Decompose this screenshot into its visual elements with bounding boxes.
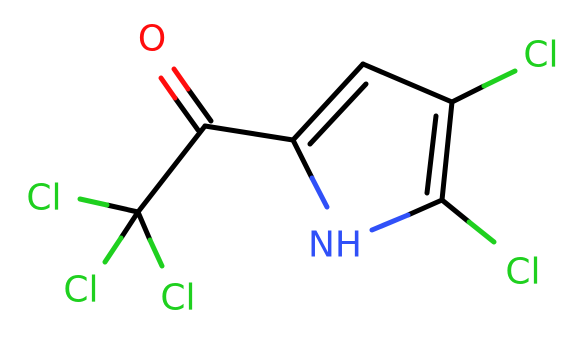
bond-c2-n-blue xyxy=(309,175,330,210)
atom-labels: O Cl Cl NH Cl Cl Cl xyxy=(26,19,558,319)
bond-c2-n-black xyxy=(290,137,315,181)
bond-c3-c4 xyxy=(360,61,455,105)
bond-c5-n-blue xyxy=(369,212,411,233)
bond-carbonyl-2-red xyxy=(171,66,191,92)
bond-c4-cl-black xyxy=(449,83,487,105)
bond-c2-c3-inner xyxy=(307,81,369,147)
bond-carbonyl-1-red xyxy=(158,75,178,101)
bond-carbonyl-ccl3 xyxy=(135,123,208,215)
bond-carbonyl-2 xyxy=(185,86,214,124)
chlorine-label-c4: Cl xyxy=(523,35,558,76)
bond-c4-c5-inner xyxy=(424,113,439,196)
oxygen-label: O xyxy=(138,19,166,60)
bond-carbonyl-c2 xyxy=(202,123,296,143)
nh-label: NH xyxy=(308,225,362,266)
chlorine-label-ccl3-a: Cl xyxy=(26,178,61,219)
bond-cla-green xyxy=(77,196,110,208)
bond-ccl3-clc xyxy=(135,209,153,243)
bond-c5-n-black xyxy=(405,197,445,218)
bond-c4-c5 xyxy=(439,99,455,203)
bond-ccl3-clb xyxy=(118,209,141,241)
colored-bonds xyxy=(77,66,518,269)
chlorine-label-c5: Cl xyxy=(505,252,540,293)
bond-clb-green xyxy=(102,235,124,265)
bond-c5-cl-black xyxy=(439,197,472,225)
bond-c5-cl-green xyxy=(466,219,497,245)
bond-c2-c3 xyxy=(290,61,366,143)
chlorine-label-ccl3-b: Cl xyxy=(63,270,98,311)
bond-ccl3-cla xyxy=(104,202,141,215)
bonds xyxy=(104,61,487,243)
bond-clc-green xyxy=(147,237,165,269)
chlorine-label-ccl3-c: Cl xyxy=(160,278,195,319)
bond-c4-cl-green xyxy=(481,68,518,89)
bond-carbonyl-1 xyxy=(172,95,201,133)
